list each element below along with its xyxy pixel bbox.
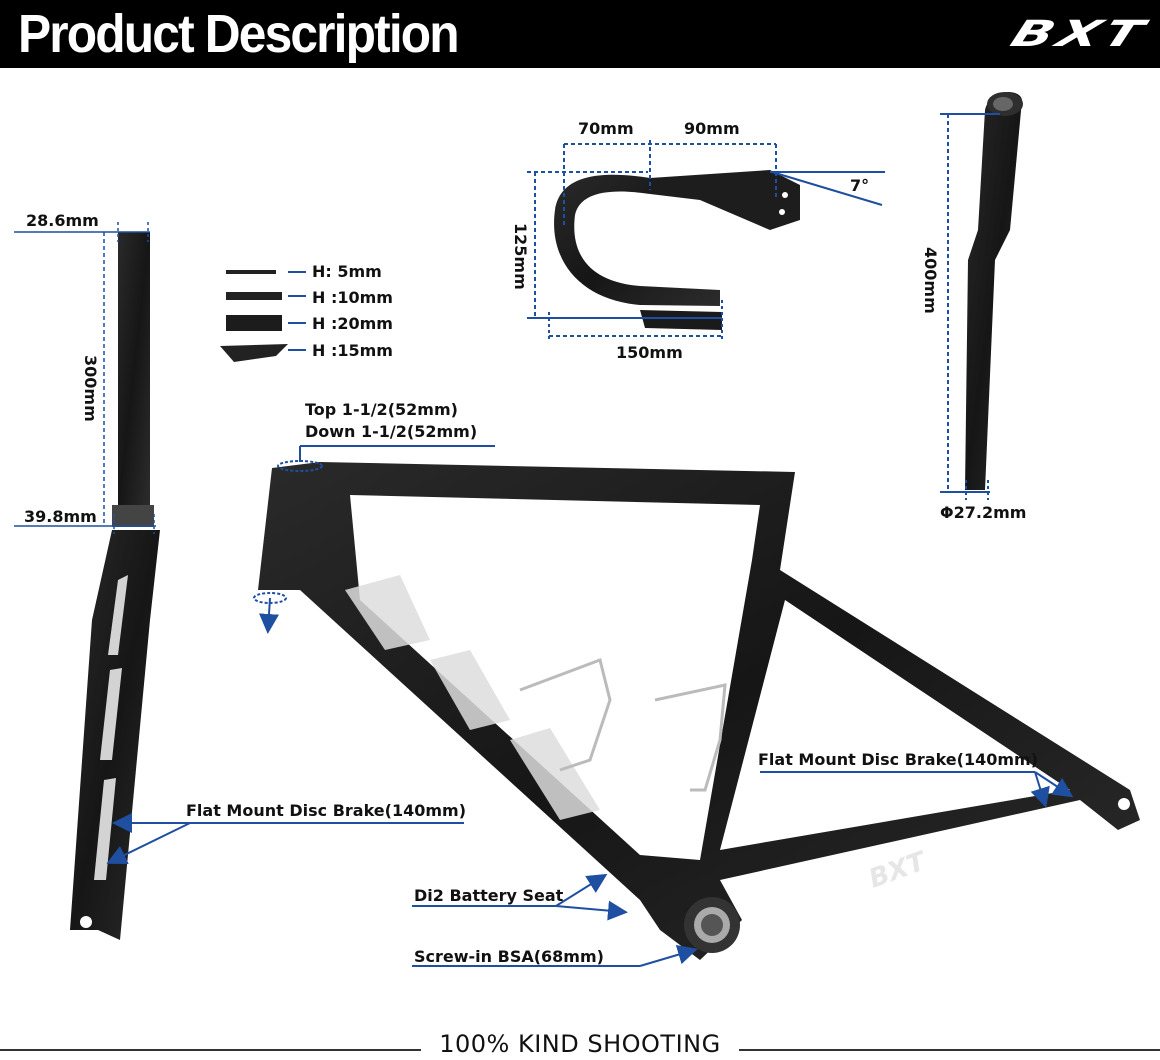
fork-brake-label: Flat Mount Disc Brake(140mm) xyxy=(186,801,466,820)
spacer-label: H :15mm xyxy=(312,341,393,360)
rear-brake-label: Flat Mount Disc Brake(140mm) xyxy=(758,750,1038,769)
handlebar-height-label: 125mm xyxy=(511,223,530,290)
spacer-label: H :10mm xyxy=(312,288,393,307)
spacer-label: H: 5mm xyxy=(312,262,382,281)
spacer-label: H :20mm xyxy=(312,314,393,333)
fork-bottom-diameter-label: 39.8mm xyxy=(24,507,97,526)
frame-leaders xyxy=(106,445,1074,967)
handlebar-dimensions xyxy=(527,140,885,340)
footer-caption: 100% KIND SHOOTING xyxy=(0,1030,1160,1058)
handlebar-angle-label: 7° xyxy=(850,176,870,195)
handlebar-width-label: 150mm xyxy=(616,343,683,362)
header-bar: Product Description BXT xyxy=(0,0,1160,68)
page-title: Product Description xyxy=(18,4,460,64)
fork-dimensions xyxy=(14,222,156,534)
seatpost-dimensions xyxy=(940,113,1000,500)
seatpost-length-label: 400mm xyxy=(921,247,940,314)
footer-caption-text: 100% KIND SHOOTING xyxy=(421,1030,739,1058)
headset-down-label: Down 1-1/2(52mm) xyxy=(305,422,478,441)
fork xyxy=(70,232,160,940)
spacer-leaders xyxy=(288,271,306,351)
bottom-bracket-label: Screw-in BSA(68mm) xyxy=(414,947,604,966)
headset-top-label: Top 1-1/2(52mm) xyxy=(305,400,458,419)
headset-spacers xyxy=(220,270,288,362)
seatpost xyxy=(965,91,1023,490)
bike-frame xyxy=(253,460,1140,960)
handlebar xyxy=(554,170,800,330)
battery-seat-label: Di2 Battery Seat xyxy=(414,886,564,905)
handlebar-drop-label: 70mm xyxy=(578,119,634,138)
seatpost-diameter-label: Φ27.2mm xyxy=(940,503,1027,522)
chainstay-logo: BXT xyxy=(865,846,932,895)
fork-top-diameter-label: 28.6mm xyxy=(26,211,99,230)
fork-length-label: 300mm xyxy=(81,355,100,422)
handlebar-reach-label: 90mm xyxy=(684,119,740,138)
